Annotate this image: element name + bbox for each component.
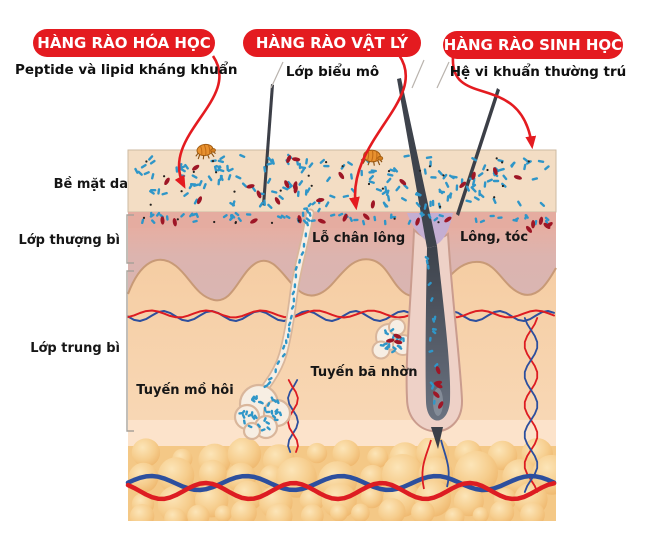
barrier-badge-biological: HÀNG RÀO SINH HỌC xyxy=(443,31,623,59)
dermal-papillae-line xyxy=(127,258,557,302)
hair-root xyxy=(425,246,451,421)
duct-bacteria xyxy=(263,201,321,389)
bulb-vein xyxy=(440,439,450,488)
barrier-title: HÀNG RÀO VẬT LÝ xyxy=(255,34,409,52)
band-bacteria-row xyxy=(141,211,553,233)
label-epidermis: Lớp thượng bì xyxy=(18,233,120,248)
blood-vessels xyxy=(125,309,557,502)
small-hair xyxy=(456,88,500,216)
sebaceous-bacteria xyxy=(379,328,405,354)
biological-arrow xyxy=(451,56,537,150)
barrier-title: HÀNG RÀO HÓA HỌC xyxy=(37,34,211,52)
label-pore: Lỗ chân lông xyxy=(312,231,406,246)
barrier-title: HÀNG RÀO SINH HỌC xyxy=(443,36,623,54)
fat-globules xyxy=(128,438,556,521)
follicle-bacteria xyxy=(424,255,444,409)
barrier-badge-chemical: HÀNG RÀO HÓA HỌC xyxy=(33,29,215,57)
surface-bacteria-field xyxy=(134,152,550,210)
barrier-subtitle-biological: Hệ vi khuẩn thường trú xyxy=(449,64,627,80)
hair-shaft xyxy=(397,78,437,248)
sebaceous-gland xyxy=(371,318,425,360)
layer-brackets xyxy=(126,214,134,432)
hair-bulb-tip xyxy=(431,427,443,449)
barrier-subtitle-physical: Lớp biểu mô xyxy=(285,64,380,80)
chemical-arrow xyxy=(174,55,221,189)
barrier-badge-physical: HÀNG RÀO VẬT LÝ xyxy=(243,29,421,57)
label-sebaceous-gland: Tuyến bã nhờn xyxy=(310,365,418,380)
barrier-subtitle-chemical: Peptide và lipid kháng khuẩn xyxy=(15,62,238,78)
label-skin-surface: Bề mặt da xyxy=(53,177,128,192)
physical-arrow xyxy=(349,54,408,211)
subtitle-leader-lines xyxy=(270,59,450,89)
small-hair xyxy=(262,84,274,206)
bulb-artery xyxy=(421,439,432,490)
label-dermis: Lớp trung bì xyxy=(30,341,120,356)
label-hair: Lông, tóc xyxy=(459,230,529,245)
sweat-gland-bacteria xyxy=(238,395,283,432)
label-sweat-gland: Tuyến mồ hôi xyxy=(136,383,234,398)
